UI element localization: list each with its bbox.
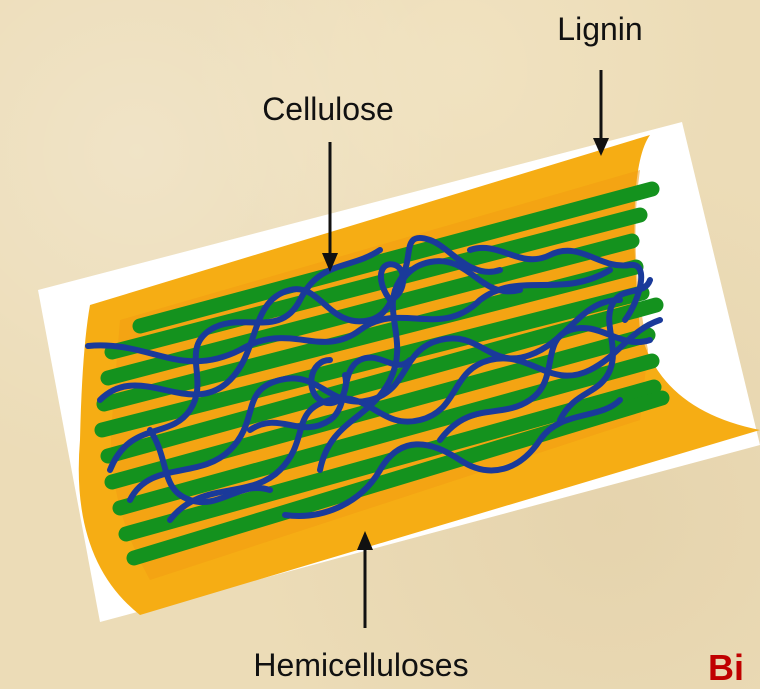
lignin-label: Lignin: [557, 11, 642, 47]
hemicelluloses-label: Hemicelluloses: [253, 647, 468, 683]
cellulose-label: Cellulose: [262, 91, 394, 127]
corner-title-fragment: Bi: [708, 647, 744, 688]
